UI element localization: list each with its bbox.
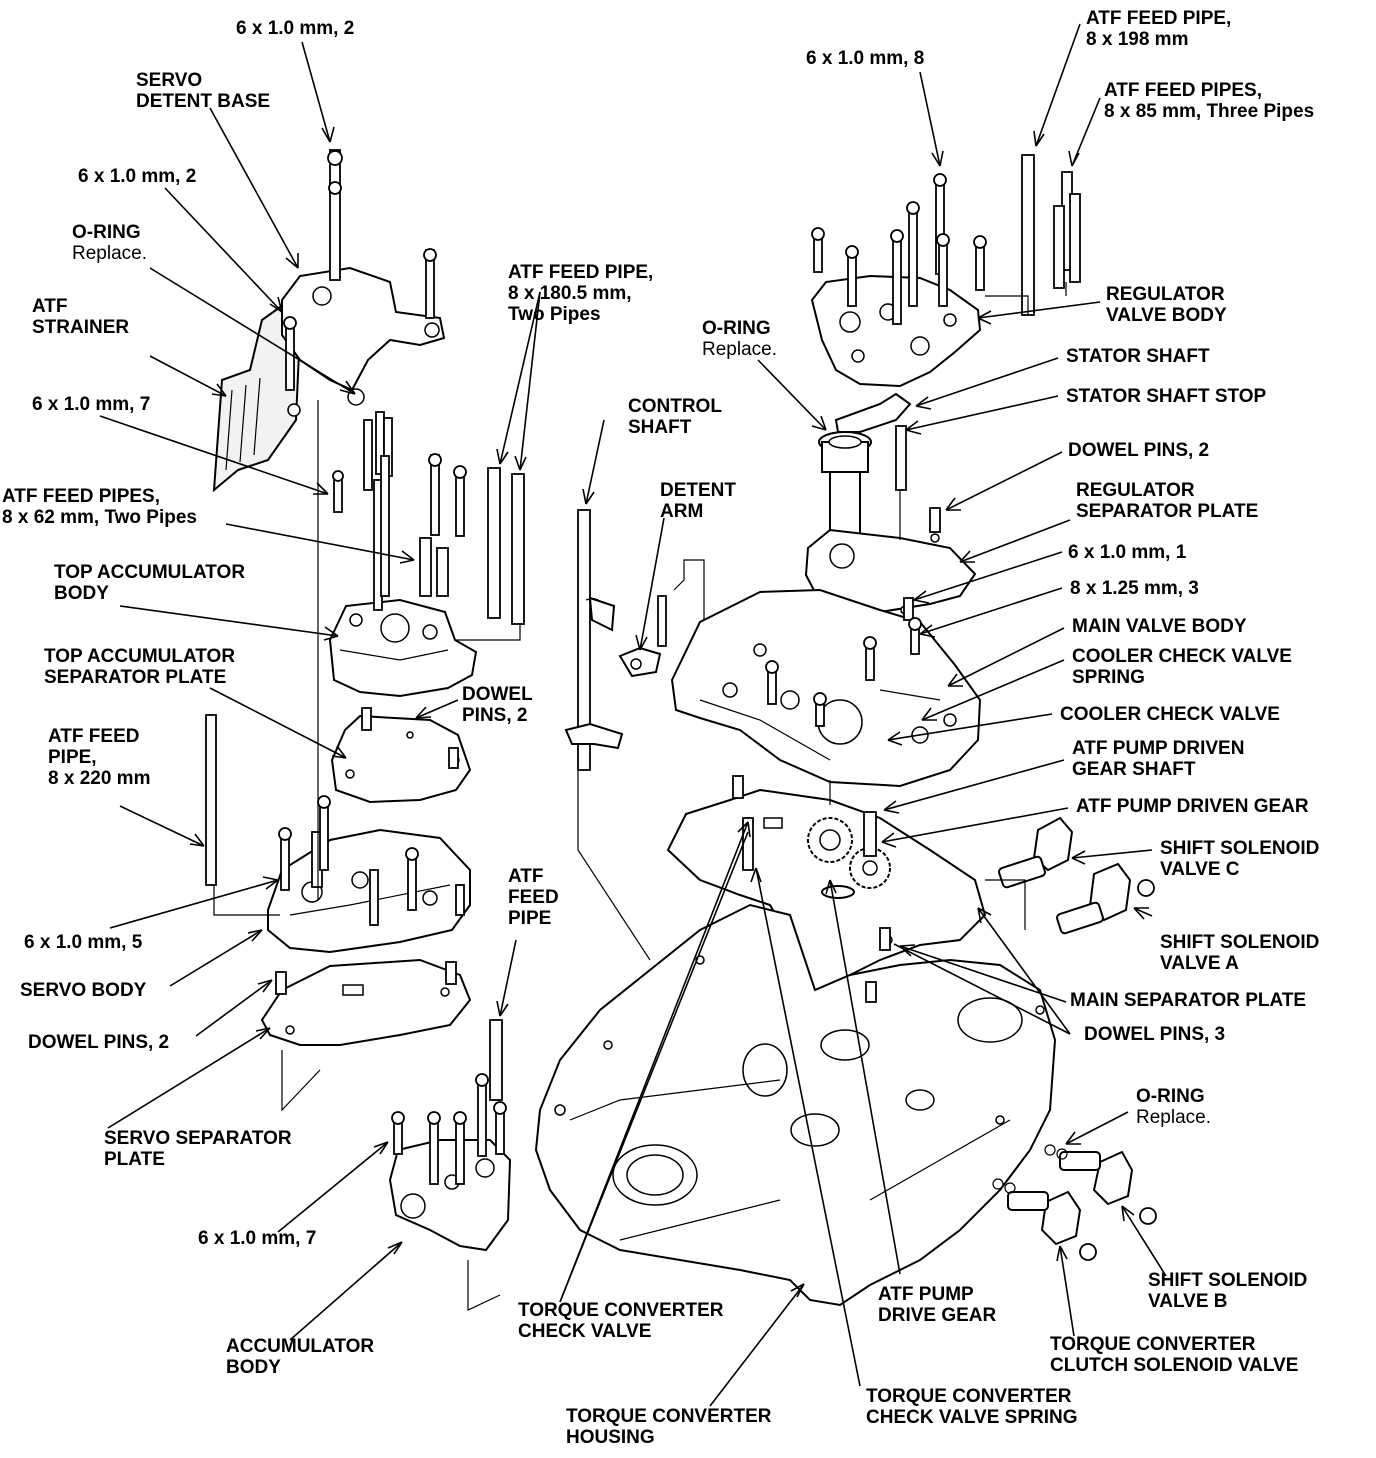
label-stator-shaft: STATOR SHAFT xyxy=(1066,346,1210,367)
stator-shaft-stop-part xyxy=(834,392,912,433)
servo-separator-plate-part xyxy=(260,958,472,1046)
label-cooler-check-valve: COOLER CHECK VALVE xyxy=(1060,704,1280,725)
right-bolts xyxy=(732,154,1081,1003)
servo-detent-base-part xyxy=(281,266,446,417)
label-bolt-6x1-7-bottom: 6 x 1.0 mm, 7 xyxy=(198,1228,317,1249)
label-bolt-6x1-8: 6 x 1.0 mm, 8 xyxy=(806,48,925,69)
shift-solenoid-b-part xyxy=(1044,1144,1157,1225)
right-alignment-lines xyxy=(829,282,1067,930)
servo-body-part xyxy=(267,828,471,954)
label-bolt-6x1-2-left: 6 x 1.0 mm, 2 xyxy=(78,166,197,187)
label-bolt-6x1-5: 6 x 1.0 mm, 5 xyxy=(24,932,143,953)
label-main-valve-body: MAIN VALVE BODY xyxy=(1072,616,1247,637)
atf-pump-gears-part xyxy=(807,811,891,899)
label-atf-feed-pipe-180-5: ATF FEED PIPE,8 x 180.5 mm,Two Pipes xyxy=(508,262,654,325)
label-bolt-6x1-1: 6 x 1.0 mm, 1 xyxy=(1068,542,1187,563)
main-valve-body-part xyxy=(670,588,982,788)
label-servo-body: SERVO BODY xyxy=(20,980,147,1001)
left-bolts xyxy=(205,149,525,1185)
label-atf-feed-pipes-62: ATF FEED PIPES,8 x 62 mm, Two Pipes xyxy=(2,486,198,528)
label-bolt-6x1-2-top: 6 x 1.0 mm, 2 xyxy=(236,18,355,39)
torque-converter-housing-part xyxy=(534,903,1057,1307)
label-bolt-6x1-7-left: 6 x 1.0 mm, 7 xyxy=(32,394,151,415)
label-dowel-pins-2-right: DOWEL PINS, 2 xyxy=(1068,440,1210,461)
label-atf-feed-pipes-85: ATF FEED PIPES,8 x 85 mm, Three Pipes xyxy=(1104,80,1315,122)
label-bolt-8x125-3: 8 x 1.25 mm, 3 xyxy=(1070,578,1199,599)
top-accumulator-body-part xyxy=(328,598,478,698)
accumulator-body-part xyxy=(388,1139,512,1252)
detent-arm-part xyxy=(618,559,705,678)
label-stator-shaft-stop: STATOR SHAFT STOP xyxy=(1066,386,1267,407)
label-atf-feed-pipe-198: ATF FEED PIPE,8 x 198 mm xyxy=(1086,8,1232,50)
stator-shaft-part xyxy=(818,431,872,535)
label-main-separator-plate: MAIN SEPARATOR PLATE xyxy=(1070,990,1307,1011)
leader-lines xyxy=(99,23,1167,1407)
shift-solenoid-a-part xyxy=(1056,862,1155,935)
tc-clutch-solenoid-part xyxy=(992,1178,1097,1261)
regulator-separator-plate-part xyxy=(804,528,977,615)
label-dowel-pins-2-left: DOWEL PINS, 2 xyxy=(28,1032,170,1053)
control-shaft-part xyxy=(564,509,624,771)
control-shaft-guide-line xyxy=(577,770,651,961)
label-dowel-pins-3: DOWEL PINS, 3 xyxy=(1084,1024,1226,1045)
label-atf-pump-driven-gear: ATF PUMP DRIVEN GEAR xyxy=(1076,796,1309,817)
shift-solenoid-c-part xyxy=(998,816,1074,889)
